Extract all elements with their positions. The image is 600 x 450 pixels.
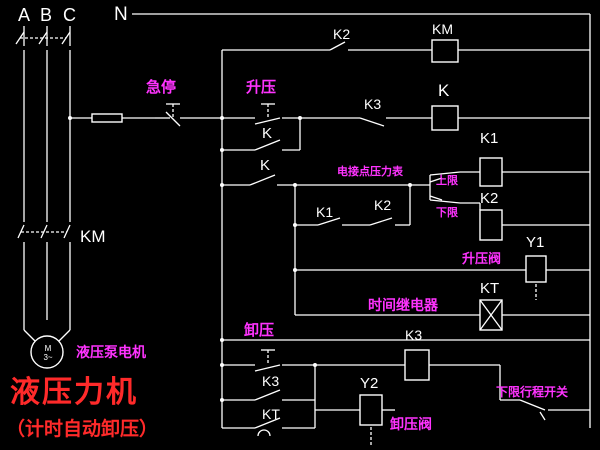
y1-label: Y1 bbox=[526, 234, 545, 251]
motor-symbol: M 3~ bbox=[43, 344, 53, 362]
phase-b-label: B bbox=[40, 5, 53, 25]
km-main-label: KM bbox=[80, 227, 106, 246]
upper-limit-label: 上限 bbox=[436, 175, 458, 187]
k1-coil-label: K1 bbox=[480, 130, 499, 147]
title-sub: （计时自动卸压） bbox=[6, 419, 159, 440]
title-main: 液压力机 bbox=[10, 376, 138, 409]
motor-circle bbox=[30, 335, 64, 369]
y2-label: Y2 bbox=[360, 375, 379, 392]
k-coil-label: K bbox=[438, 81, 450, 100]
boost-valve-label: 升压阀 bbox=[462, 251, 502, 266]
k-hold1-label: K bbox=[262, 125, 273, 142]
k3-coil-label: K3 bbox=[405, 327, 423, 343]
estop-label: 急停 bbox=[146, 79, 177, 96]
unload-label: 卸压 bbox=[244, 322, 275, 339]
neutral-label: N bbox=[114, 4, 128, 25]
k2-coil-label: K2 bbox=[480, 190, 499, 207]
fuse bbox=[91, 113, 123, 123]
kt-contact-label: KT bbox=[262, 406, 280, 422]
k-hold2-label: K bbox=[260, 157, 271, 174]
limit-switch-label: 下限行程开关 bbox=[496, 385, 569, 399]
km-coil-label: KM bbox=[432, 21, 453, 37]
k2-contact-label: K2 bbox=[374, 197, 392, 213]
unload-valve-label: 卸压阀 bbox=[390, 416, 432, 432]
k3-top-label: K3 bbox=[364, 96, 382, 112]
lower-limit-label: 下限 bbox=[436, 207, 458, 219]
timer-label: 时间继电器 bbox=[368, 297, 438, 313]
phase-c-label: C bbox=[63, 5, 76, 25]
kt-coil-label: KT bbox=[480, 280, 500, 297]
motor-label: 液压泵电机 bbox=[76, 344, 146, 360]
phase-lines bbox=[15, 26, 71, 343]
phase-a-label: A bbox=[18, 5, 31, 25]
k2-top-label: K2 bbox=[333, 26, 351, 42]
gauge-label: 电接点压力表 bbox=[337, 166, 403, 178]
boost-label: 升压 bbox=[246, 79, 277, 96]
k3-contact-label: K3 bbox=[262, 373, 280, 389]
k1-contact-label: K1 bbox=[316, 204, 334, 220]
